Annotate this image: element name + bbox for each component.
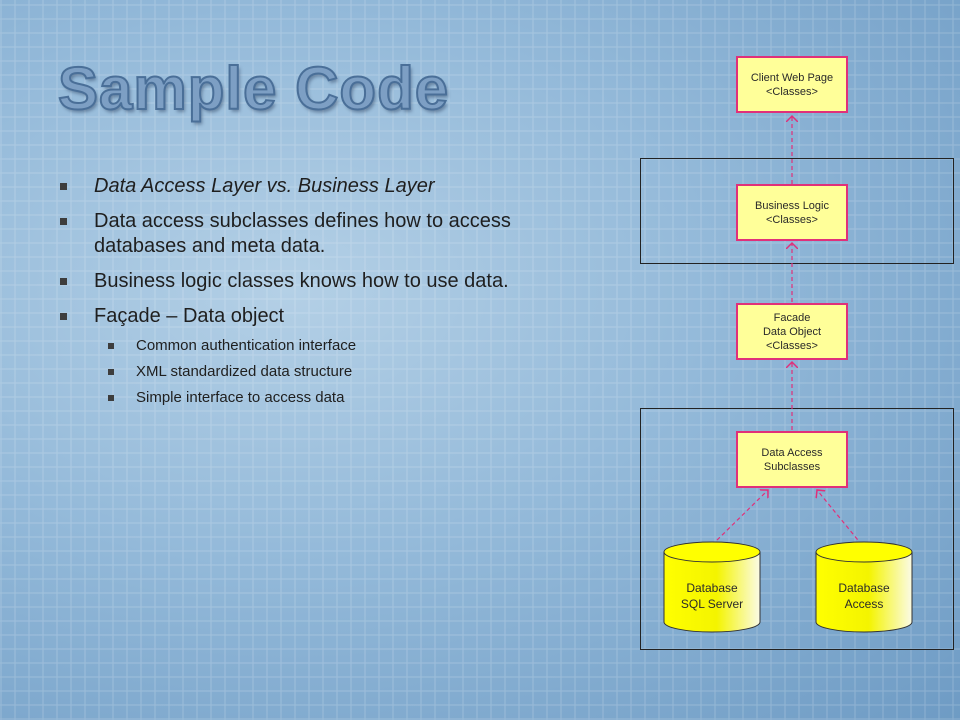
- data-access-box: Data Access Subclasses: [736, 431, 848, 488]
- arrow-sql-to-dataaccess: [711, 490, 768, 546]
- bullet-text: Data access subclasses defines how to ac…: [94, 210, 511, 257]
- slide-title: Sample Code: [57, 54, 450, 123]
- bullet-item: Data access subclasses defines how to ac…: [58, 209, 538, 259]
- bullet-item: Business logic classes knows how to use …: [58, 269, 538, 294]
- bullet-text: Business logic classes knows how to use …: [94, 270, 509, 292]
- bullet-text: Data Access Layer vs. Business Layer: [94, 175, 435, 197]
- sub-bullet-text: Simple interface to access data: [136, 389, 345, 406]
- facade-box: Facade Data Object <Classes>: [736, 303, 848, 360]
- sub-bullet-text: Common authentication interface: [136, 337, 357, 354]
- bullet-square-icon: [108, 369, 114, 375]
- bullet-square-icon: [60, 183, 67, 190]
- sub-bullet-text: XML standardized data structure: [136, 363, 353, 380]
- bullet-item: Façade – Data object: [58, 304, 538, 329]
- business-layer-frame: [640, 158, 954, 264]
- bullet-square-icon: [60, 313, 67, 320]
- sub-bullet-item: Simple interface to access data: [58, 389, 538, 407]
- bullet-square-icon: [108, 395, 114, 401]
- bullet-square-icon: [108, 343, 114, 349]
- bullet-text: Façade – Data object: [94, 305, 285, 327]
- bullet-item: Data Access Layer vs. Business Layer: [58, 174, 538, 199]
- data-layer-frame: [640, 408, 954, 650]
- sub-bullet-item: Common authentication interface: [58, 337, 538, 355]
- business-logic-box: Business Logic <Classes>: [736, 184, 848, 241]
- arrow-access-to-dataaccess: [817, 490, 863, 546]
- sql-server-cylinder: [663, 541, 761, 633]
- bullet-square-icon: [60, 218, 67, 225]
- access-cylinder: [815, 541, 913, 633]
- sql-server-label: Database SQL Server: [680, 581, 744, 611]
- access-label: Database Access: [838, 581, 890, 611]
- sub-bullet-item: XML standardized data structure: [58, 363, 538, 381]
- client-web-page-box: Client Web Page <Classes>: [736, 56, 848, 113]
- bullet-list: Data Access Layer vs. Business Layer Dat…: [58, 174, 538, 415]
- bullet-square-icon: [60, 278, 67, 285]
